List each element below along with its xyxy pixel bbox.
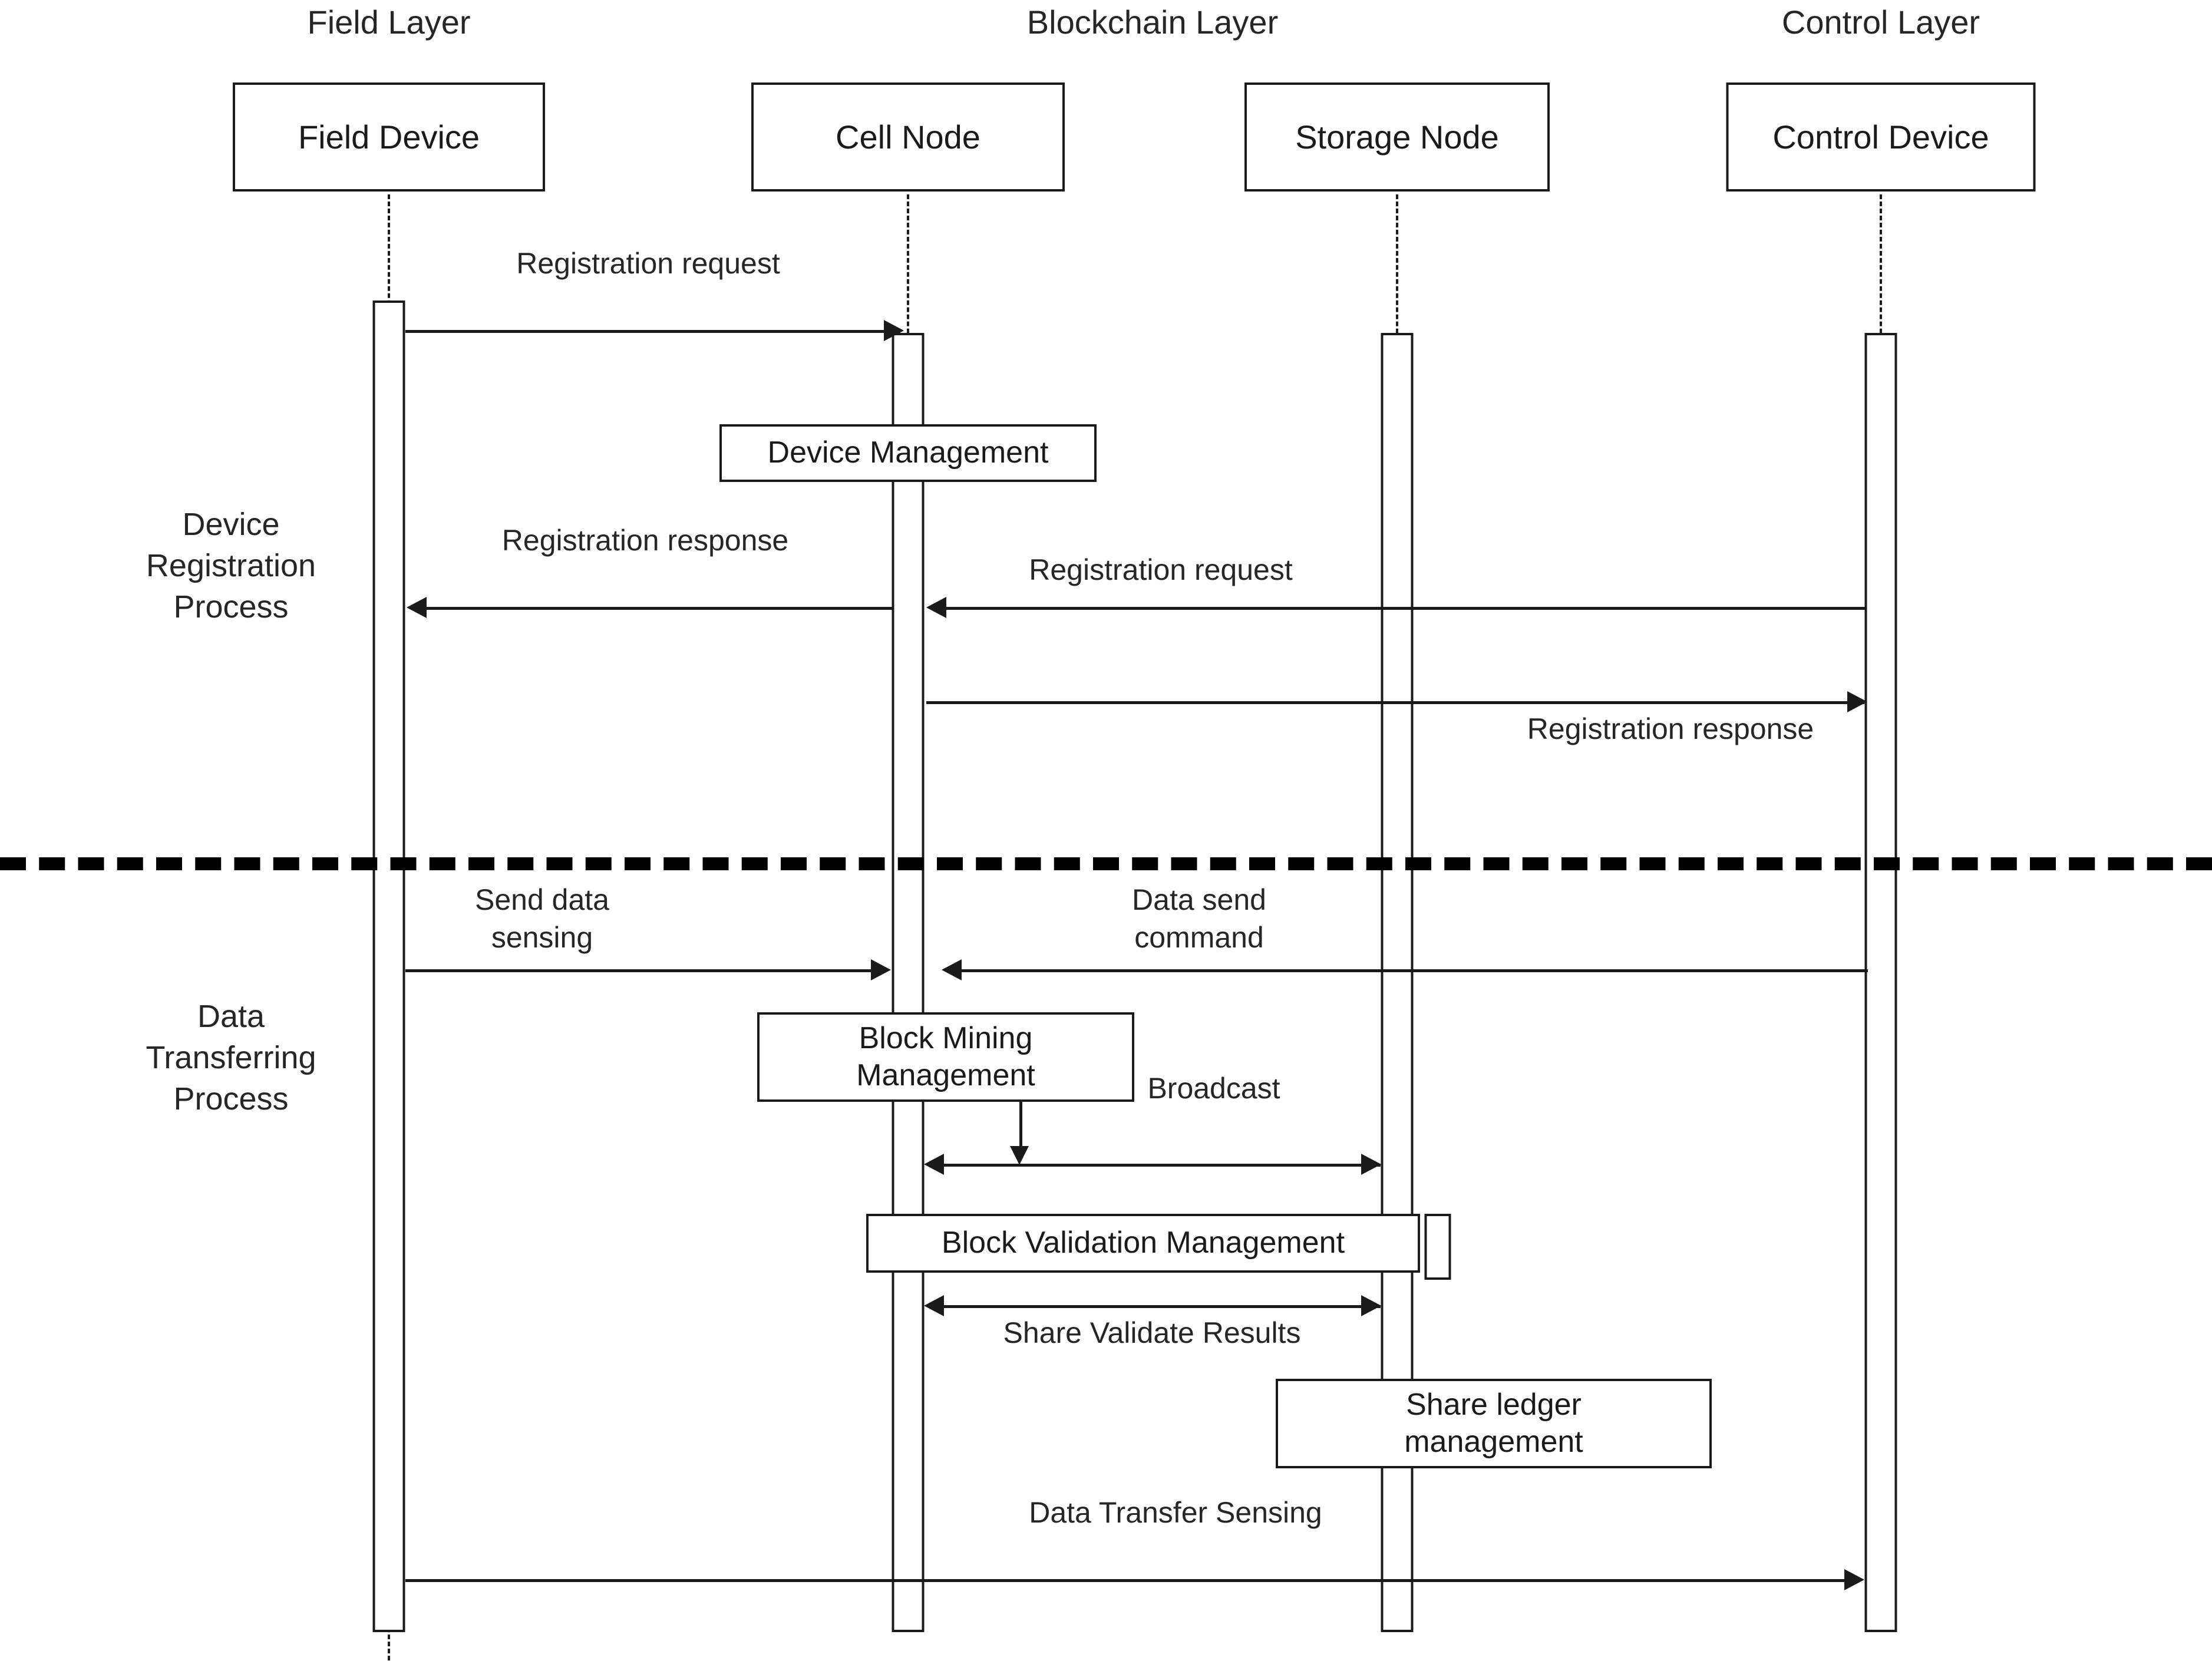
phase-line-1: Device <box>182 507 280 542</box>
message-text-line-1: Send data <box>475 883 609 916</box>
actor-storage-node-label: Storage Node <box>1295 118 1499 156</box>
arrowhead-left-registration-response-1 <box>407 597 427 618</box>
message-label-registration-response-1: Registration response <box>502 521 788 559</box>
message-line-registration-request-1 <box>405 330 900 333</box>
layer-title-control: Control Layer <box>1781 4 1980 41</box>
message-text: Data Transfer Sensing <box>1029 1496 1322 1529</box>
arrowhead-right-broadcast <box>1361 1154 1381 1175</box>
note-block-validation-label: Block Validation Management <box>941 1226 1345 1260</box>
message-label-registration-request-1: Registration request <box>516 245 780 282</box>
activation-field-device <box>372 301 405 1632</box>
message-label-share-validate-results: Share Validate Results <box>1003 1314 1301 1352</box>
arrowhead-right-data-transfer-sensing <box>1844 1569 1864 1590</box>
actor-storage-node[interactable]: Storage Node <box>1244 82 1550 191</box>
message-label-registration-request-2: Registration request <box>1029 551 1292 589</box>
note-device-management[interactable]: Device Management <box>719 424 1097 482</box>
message-label-send-data-sensing: Send data sensing <box>475 881 609 956</box>
arrowhead-down-block-mining <box>1010 1146 1029 1165</box>
activation-cell-node <box>892 333 925 1632</box>
message-label-data-transfer-sensing: Data Transfer Sensing <box>1029 1494 1322 1531</box>
arrowhead-left-share-validate-results <box>924 1295 944 1316</box>
arrowhead-right-send-data-sensing <box>871 959 891 980</box>
message-text: Registration request <box>516 247 780 280</box>
note-block-mining-line-1: Block Mining <box>859 1021 1033 1055</box>
message-line-broadcast <box>943 1164 1381 1167</box>
note-share-ledger-management[interactable]: Share ledger management <box>1276 1379 1712 1468</box>
message-line-data-send-command <box>960 969 1868 972</box>
phase-label-device-registration: Device Registration Process <box>146 504 316 628</box>
phase-line-2: Registration <box>146 548 316 584</box>
arrowhead-left-data-send-command <box>942 959 962 980</box>
phase-line-2: Transferring <box>146 1040 316 1076</box>
note-block-mining-line-2: Management <box>856 1058 1035 1092</box>
actor-cell-node-label: Cell Node <box>836 118 980 156</box>
note-block-mining-management[interactable]: Block Mining Management <box>757 1012 1134 1102</box>
phase-line-1: Data <box>197 999 265 1034</box>
note-device-management-label: Device Management <box>767 435 1049 470</box>
arrowhead-right-registration-request-1 <box>884 320 904 341</box>
message-label-registration-response-2: Registration response <box>1527 710 1814 748</box>
layer-title-field: Field Layer <box>307 4 471 41</box>
activation-storage-node-nested <box>1424 1214 1451 1280</box>
note-block-validation-management[interactable]: Block Validation Management <box>866 1214 1420 1273</box>
arrowhead-left-registration-request-2 <box>926 597 946 618</box>
message-text-line-2: sensing <box>491 921 593 954</box>
message-label-data-send-command: Data send command <box>1132 881 1266 956</box>
message-line-registration-request-2 <box>946 607 1865 610</box>
actor-field-device[interactable]: Field Device <box>233 82 545 191</box>
note-share-ledger-line-2: management <box>1404 1425 1583 1459</box>
phase-separator-divider <box>0 857 2212 870</box>
block-mining-self-arrow-stem <box>1019 1102 1022 1148</box>
layer-title-blockchain: Blockchain Layer <box>1026 4 1279 41</box>
phase-line-3: Process <box>173 1081 289 1117</box>
arrowhead-right-registration-response-2 <box>1847 691 1867 712</box>
message-text: Broadcast <box>1147 1072 1280 1105</box>
message-line-send-data-sensing <box>405 969 875 972</box>
message-text: Registration response <box>1527 712 1814 745</box>
message-line-share-validate-results <box>943 1305 1381 1308</box>
message-label-broadcast: Broadcast <box>1147 1069 1280 1107</box>
actor-cell-node[interactable]: Cell Node <box>751 82 1065 191</box>
message-text: Registration request <box>1029 553 1293 586</box>
message-text-line-1: Data send <box>1132 883 1266 916</box>
message-text-line-2: command <box>1134 921 1264 954</box>
message-line-registration-response-2 <box>926 701 1864 704</box>
arrowhead-right-share-validate-results <box>1361 1295 1381 1316</box>
actor-field-device-label: Field Device <box>298 118 480 156</box>
actor-control-device[interactable]: Control Device <box>1726 82 2036 191</box>
message-line-registration-response-1 <box>425 607 892 610</box>
activation-control-device <box>1864 333 1897 1632</box>
message-line-data-transfer-sensing <box>405 1579 1849 1582</box>
phase-label-data-transferring: Data Transferring Process <box>146 996 316 1120</box>
note-share-ledger-line-1: Share ledger <box>1406 1387 1582 1422</box>
arrowhead-left-broadcast <box>924 1154 944 1175</box>
phase-line-3: Process <box>173 589 289 625</box>
message-text: Registration response <box>501 524 789 557</box>
actor-control-device-label: Control Device <box>1772 118 1989 156</box>
message-text: Share Validate Results <box>1003 1316 1301 1349</box>
